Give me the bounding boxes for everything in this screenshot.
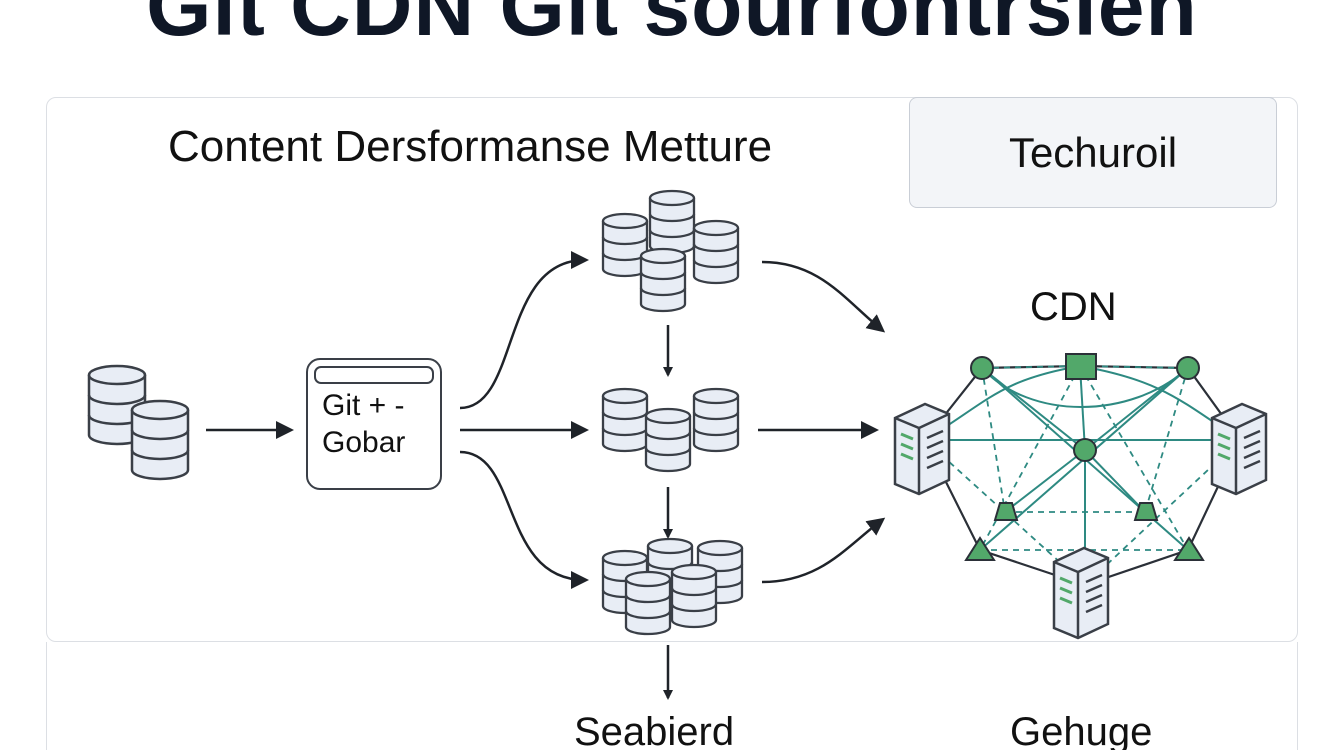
cdn-node-inner-right bbox=[1133, 502, 1159, 521]
cdn-node-bottom-right bbox=[1173, 536, 1205, 561]
bottom-database-cluster-icon bbox=[601, 537, 744, 636]
cdn-server-left-icon bbox=[893, 402, 951, 496]
cdn-node-center bbox=[1073, 438, 1097, 462]
middle-database-cluster-icon bbox=[601, 387, 740, 473]
cdn-server-bottom-icon bbox=[1052, 546, 1110, 640]
cdn-node-inner-left bbox=[993, 502, 1019, 521]
git-node: Git + - Gobar bbox=[306, 358, 442, 490]
bottom-label-right: Gehuge bbox=[1010, 710, 1153, 750]
lower-panel bbox=[46, 642, 1298, 750]
cdn-network bbox=[893, 353, 1268, 640]
top-database-cluster-icon bbox=[601, 189, 740, 313]
bottom-label-left: Seabierd bbox=[574, 710, 735, 750]
cdn-node-top-right bbox=[1176, 356, 1200, 380]
source-database-icon bbox=[87, 364, 190, 481]
main-title: Git CDN Git sourfontrsien bbox=[146, 0, 1198, 53]
arrow-git-to-top bbox=[459, 251, 589, 410]
legend-label: Techuroil bbox=[1008, 128, 1178, 176]
cdn-label: CDN bbox=[1030, 285, 1117, 329]
git-node-line2: Gobar bbox=[322, 426, 406, 459]
arrow-top-to-cdn bbox=[761, 260, 886, 333]
arrow-bottom-to-cdn bbox=[761, 517, 886, 584]
arrow-git-to-bottom bbox=[459, 450, 589, 589]
cdn-node-top-center bbox=[1065, 353, 1097, 380]
panel-title: Content Dersformanse Metture bbox=[168, 122, 773, 171]
cdn-node-bottom-left bbox=[964, 536, 996, 561]
cdn-server-right-icon bbox=[1210, 402, 1268, 496]
cdn-node-top-left bbox=[970, 356, 994, 380]
legend-box: Techuroil bbox=[909, 97, 1277, 208]
git-node-line1: Git + - bbox=[322, 388, 405, 422]
